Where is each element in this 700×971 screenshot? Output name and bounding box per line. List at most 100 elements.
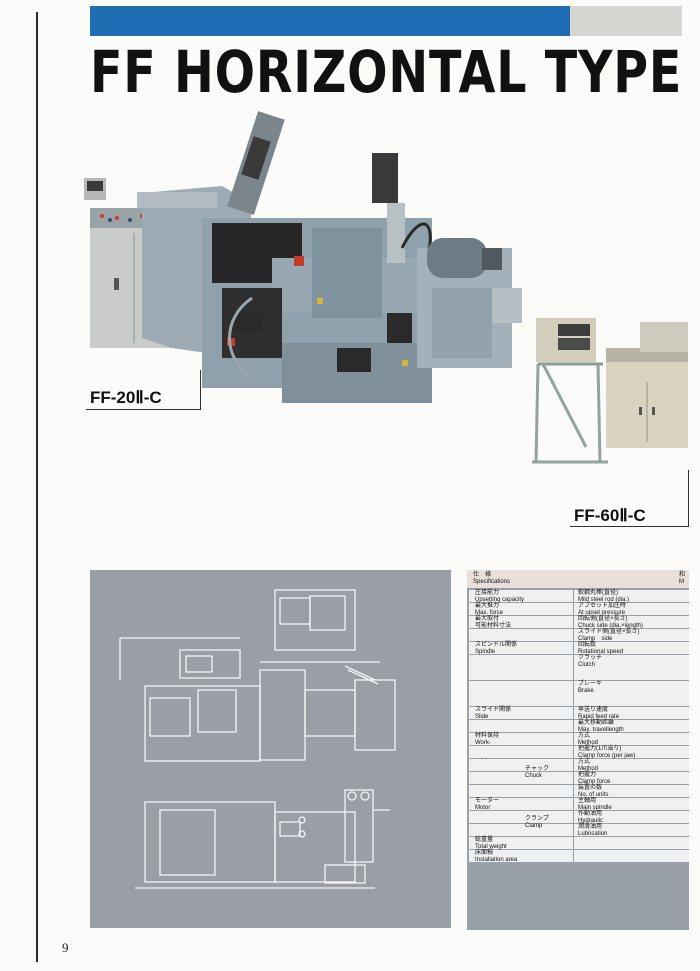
spec-row-item: 早送り速度 Rapid feed rate (574, 707, 689, 720)
spec-row-item: 潤滑油用 Lubrication (574, 824, 689, 837)
technical-drawing-panel (90, 570, 451, 928)
spec-row-item-text: 軟鋼丸棒(直径) Mild steel rod (dia.) (578, 590, 630, 603)
spec-row-item: 把握力 Clamp force (574, 772, 689, 785)
spec-row: 総重量 Total weight (467, 837, 689, 850)
spec-row-label (469, 655, 573, 680)
spec-row-label: 最大推力 Max. force (469, 603, 573, 616)
spec-row-label-text: 最大推力 Max. force (475, 603, 504, 616)
spec-row-label (469, 824, 573, 836)
spec-row-item-text: スライド側(直径×長さ) Clamp side (578, 629, 640, 642)
machine-photo-ff60 (532, 318, 688, 464)
spec-row: 床面積 Installation area (467, 850, 689, 863)
spec-row-item: 方式 Method (574, 733, 689, 746)
spec-row: 把握力 Clamp force (467, 772, 689, 785)
spec-row-item: アプセット加圧時 At upset pressure (574, 603, 689, 616)
spec-row-label (469, 681, 573, 706)
spec-row-label (469, 772, 573, 784)
model-label-leader-ff60 (688, 470, 689, 527)
spec-row-label: スライド関係 Slide (469, 707, 573, 720)
spec-header-en: Specifications (473, 579, 511, 585)
spec-row-item: スライド側(直径×長さ) Clamp side (574, 629, 689, 642)
spec-row-item-text: 方式 Method (578, 759, 599, 772)
spec-row-label-text: モーター Motor (475, 798, 500, 811)
model-label-underline (86, 409, 201, 410)
spec-row-label (469, 629, 573, 641)
spec-row-item: ブレーキ Brake (574, 681, 689, 706)
spec-row-label (469, 720, 573, 732)
spec-row-item: 作動油用 Hydraulic (574, 811, 689, 824)
spec-row: スライド側(直径×長さ) Clamp side (467, 629, 689, 642)
spec-header-jp: 仕 様 (473, 572, 492, 578)
spec-row-item-text: 回転数 Rotational speed (578, 642, 624, 655)
spec-row: 装置の数 No. of units (467, 785, 689, 798)
spec-row: モーター Motor 主軸用 Main spindle (467, 798, 689, 811)
spec-row-item: クラッチ Clutch (574, 655, 689, 680)
model-label-underline-ff60 (570, 526, 689, 527)
spec-row-item-text: 把握力(1爪当り) Clamp force (per jaw) (578, 746, 636, 759)
spec-row-item: 装置の数 No. of units (574, 785, 689, 798)
spec-row: クラッチ Clutch (467, 655, 689, 681)
spec-row-item: 回転数 Rotational speed (574, 642, 689, 655)
spec-row-label (469, 785, 573, 797)
spec-header-right: 和 M (679, 572, 686, 585)
spec-row-item-text: アプセット加圧時 At upset pressure (578, 603, 627, 616)
spec-row: 最大移動距離 Max. travellength (467, 720, 689, 733)
spec-row-item-text: 作動油用 Hydraulic (578, 811, 604, 824)
spec-row-item (574, 850, 689, 862)
spec-row: スライド関係 Slide 早送り速度 Rapid feed rate (467, 707, 689, 720)
spec-row-label: スピンドル関係 Spindle (469, 642, 573, 655)
spec-row-item-text: クラッチ Clutch (578, 655, 603, 668)
spec-row: 圧接能力 Upsetting capacity 軟鋼丸棒(直径) Mild ste… (467, 590, 689, 603)
page-title: FF HORIZONTAL TYPE (90, 38, 683, 106)
spec-row-item-text: 潤滑油用 Lubrication (578, 824, 608, 837)
spec-row-item: 回転側(直径×長さ) Chuck side (dia.×length) (574, 616, 689, 629)
spec-row-label: 材料保持 Work- piece support (469, 733, 573, 760)
spec-row-label-text: 総重量 Total weight (475, 837, 507, 850)
model-label-ff60: FF-60Ⅱ-C (574, 506, 646, 525)
spec-row-label (469, 759, 573, 771)
spec-row: 潤滑油用 Lubrication (467, 824, 689, 837)
spec-row-label: 床面積 Installation area (469, 850, 573, 863)
spec-chuck-label: チャック Chuck (525, 766, 549, 779)
spec-row-label-text: スピンドル関係 Spindle (475, 642, 518, 655)
spec-row: 材料保持 Work- piece support 方式 Method (467, 733, 689, 760)
model-label-leader (200, 370, 201, 410)
spec-row: 作動油用 Hydraulic (467, 811, 689, 824)
spec-row-item-text: 早送り速度 Rapid feed rate (578, 707, 620, 720)
spec-clamp-label: クランプ Clamp (525, 816, 549, 829)
spec-row-label: 圧接能力 Upsetting capacity (469, 590, 573, 603)
header-color-band (90, 6, 570, 36)
specifications-table: 仕 様 Specifications 和 M 圧接能力 Upsetting ca… (467, 570, 689, 930)
spec-row-item: 主軸用 Main spindle (574, 798, 689, 811)
page-number: 9 (62, 940, 69, 955)
spec-row-item-text: 主軸用 Main spindle (578, 798, 612, 811)
spec-row-label-text: 圧接能力 Upsetting capacity (475, 590, 525, 603)
spec-row: 最大取付 可能材料寸法 Max. size of workpiece to be… (467, 616, 689, 643)
spec-row-item-text: 装置の数 No. of units (578, 785, 609, 798)
machine-photo-ff20 (84, 111, 522, 403)
spec-row-item: 把握力(1爪当り) Clamp force (per jaw) (574, 746, 689, 759)
spec-row: 最大推力 Max. force アプセット加圧時 At upset pressur… (467, 603, 689, 616)
model-label-ff20: FF-20Ⅱ-C (90, 388, 162, 407)
spec-row-item: 軟鋼丸棒(直径) Mild steel rod (dia.) (574, 590, 689, 603)
spec-row-item-text: ブレーキ Brake (578, 681, 603, 694)
spec-row-item-text: 最大移動距離 Max. travellength (578, 720, 624, 733)
spec-row: ブレーキ Brake (467, 681, 689, 707)
spec-row: 方式 Method (467, 759, 689, 772)
left-margin-rule (36, 12, 38, 962)
spec-row-item-text: 方式 Method (578, 733, 599, 746)
spec-row-label (469, 811, 573, 823)
spec-row-item (574, 837, 689, 849)
spec-row-item-text: 回転側(直径×長さ) Chuck side (dia.×length) (578, 616, 643, 629)
spec-row-item: 最大移動距離 Max. travellength (574, 720, 689, 733)
spec-row-label: 総重量 Total weight (469, 837, 573, 850)
spec-row-label: モーター Motor (469, 798, 573, 811)
spec-table-header: 仕 様 Specifications 和 M (467, 570, 689, 588)
spec-row: スピンドル関係 Spindle 回転数 Rotational speed (467, 642, 689, 655)
spec-row-item-text: 把握力 Clamp force (578, 772, 611, 785)
spec-row-label: 最大取付 可能材料寸法 Max. size of workpiece to be… (469, 616, 573, 643)
header-gray-band (570, 6, 682, 36)
spec-row-label-text: 床面積 Installation area (475, 850, 518, 863)
spec-row-label-text: スライド関係 Slide (475, 707, 512, 720)
spec-row: 把握力(1爪当り) Clamp force (per jaw) (467, 746, 689, 759)
